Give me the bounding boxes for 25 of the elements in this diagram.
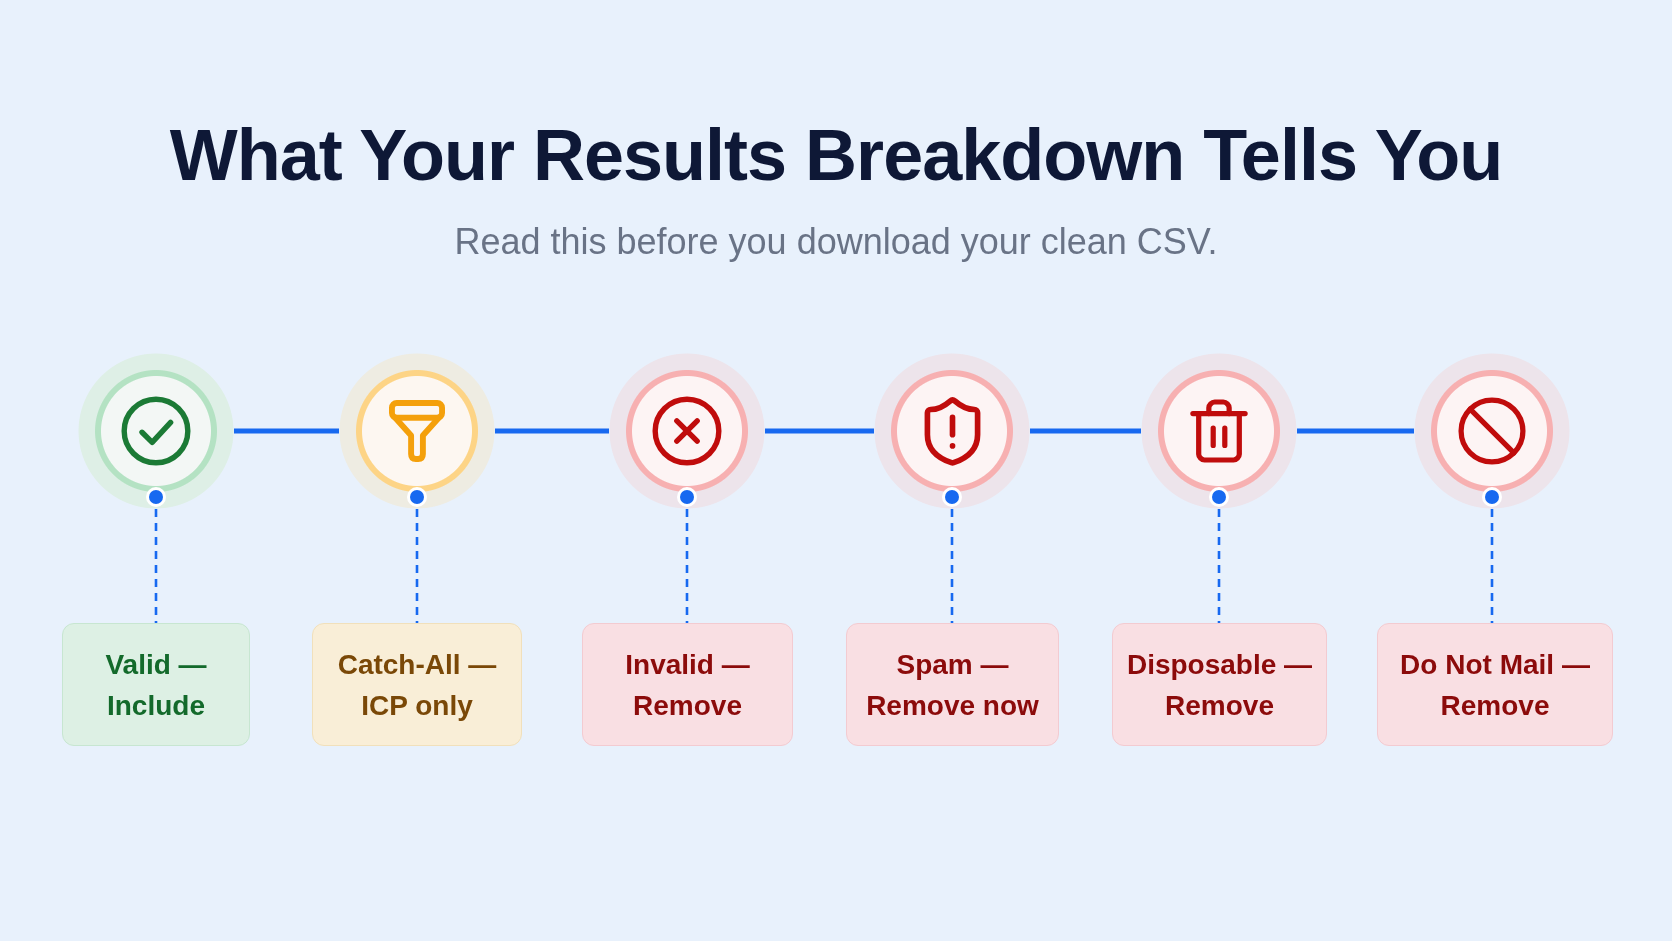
status-label: Disposable — Remove — [1125, 647, 1314, 723]
dashed-connector — [1209, 487, 1229, 623]
connector-line — [1030, 428, 1141, 434]
status-label: Valid — Include — [104, 647, 208, 723]
status-label: Catch-All — ICP only — [336, 647, 498, 723]
label-card — [312, 623, 522, 746]
dashed-connector — [942, 487, 962, 623]
dashed-connector — [677, 487, 697, 623]
connector-line — [495, 428, 609, 434]
dashed-connector — [407, 487, 427, 623]
label-card — [582, 623, 793, 746]
status-label: Do Not Mail — Remove — [1399, 647, 1591, 723]
dashed-connector — [146, 487, 166, 623]
connector-line — [234, 428, 339, 434]
subtitle: Read this before you download your clean CSV. — [454, 220, 1218, 264]
connector-line — [1297, 428, 1414, 434]
label-card — [1377, 623, 1613, 746]
connector-line — [765, 428, 874, 434]
label-card — [62, 623, 250, 746]
dashed-connector — [1482, 487, 1502, 623]
label-card — [1112, 623, 1327, 746]
label-card — [846, 623, 1059, 746]
status-label: Spam — Remove now — [865, 647, 1040, 723]
status-label: Invalid — Remove — [624, 647, 751, 723]
title: What Your Results Breakdown Tells You — [169, 114, 1503, 197]
